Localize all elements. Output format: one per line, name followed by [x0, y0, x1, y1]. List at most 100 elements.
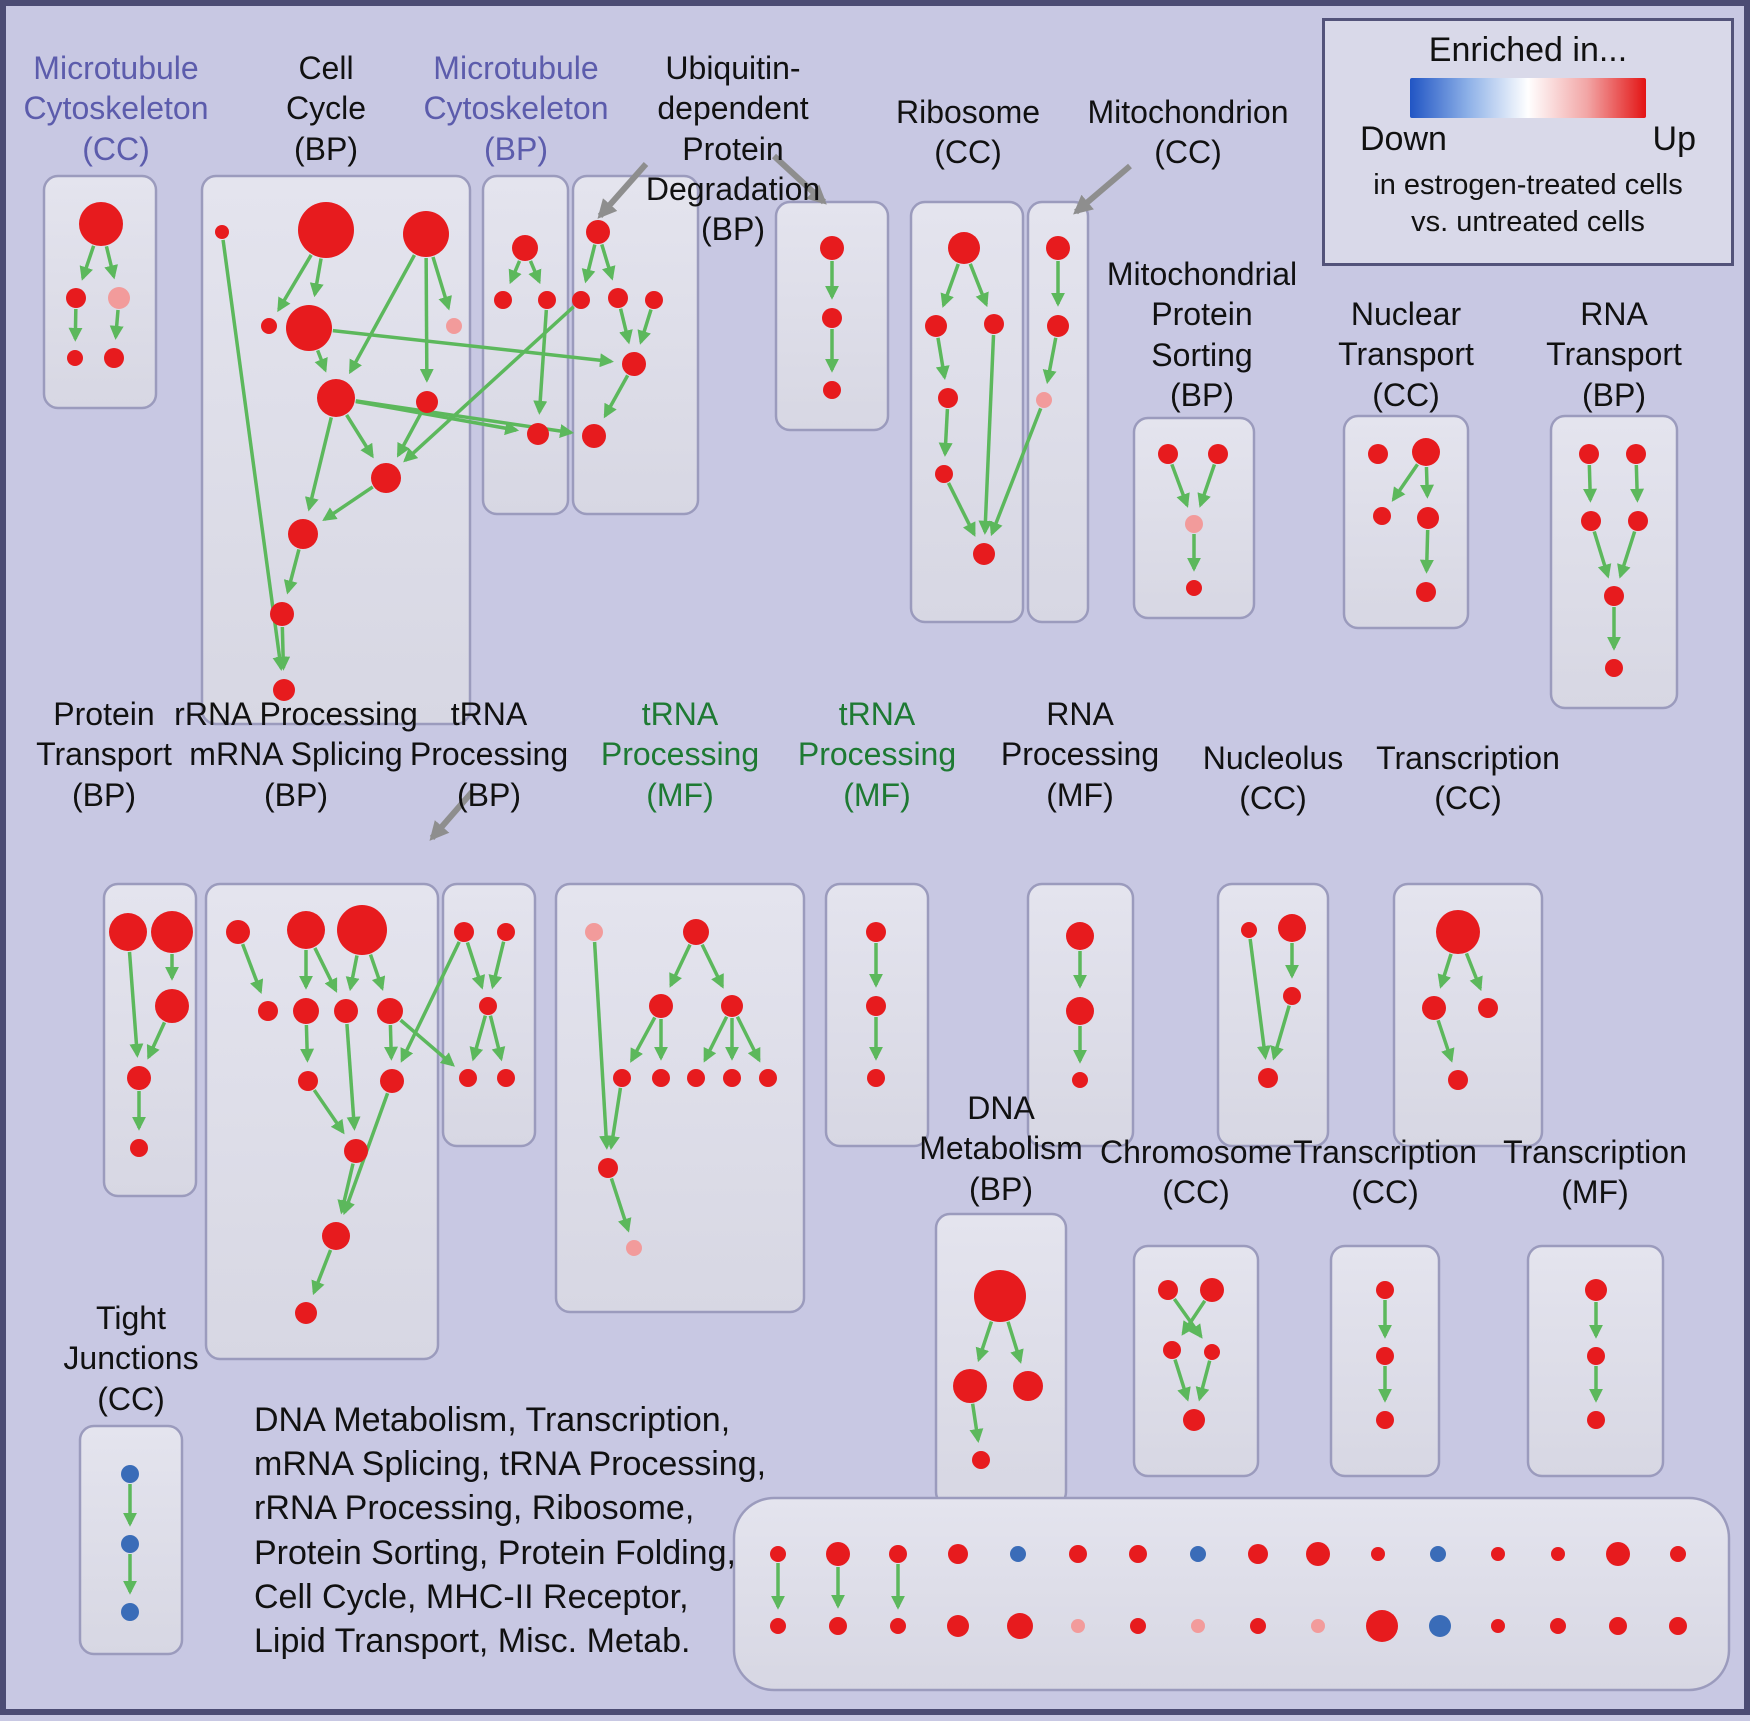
go-term-node-b1: [215, 225, 229, 239]
go-term-node-v4: [721, 995, 743, 1017]
edge-c1-c2: [508, 260, 522, 285]
go-term-node-zt8: [1190, 1546, 1206, 1562]
cluster-box-microtubule-cytoskeleton-bp: [481, 174, 570, 516]
go-term-node-b8: [416, 391, 438, 413]
go-term-node-a4: [67, 350, 83, 366]
edge-x1-x2: [1437, 953, 1453, 989]
edge-s1-s4: [240, 943, 264, 994]
go-term-node-w2: [866, 996, 886, 1016]
go-term-node-r2: [925, 315, 947, 337]
edge-g2-g4: [969, 1403, 984, 1443]
go-term-node-p1: [1158, 444, 1178, 464]
go-term-node-zb13: [1491, 1619, 1505, 1633]
go-term-node-x1: [1436, 910, 1480, 954]
cluster-box-mitochondrion-cc: [1026, 200, 1090, 624]
go-term-node-zb3: [890, 1618, 906, 1634]
label-pointer-arrow-3: [1073, 163, 1132, 215]
go-term-node-h3: [1163, 1341, 1181, 1359]
go-term-node-zt12: [1430, 1546, 1446, 1562]
go-term-node-s2: [287, 911, 325, 949]
edge-s6-s10: [345, 1023, 361, 1131]
go-term-node-s9: [380, 1069, 404, 1093]
go-term-node-zt7: [1129, 1545, 1147, 1563]
misc-clusters-text: DNA Metabolism, Transcription, mRNA Spli…: [254, 1401, 767, 1660]
edge-v10-v11: [609, 1177, 632, 1233]
go-term-node-r3: [984, 314, 1004, 334]
edge-b3-b6: [431, 256, 452, 311]
go-term-node-s11: [322, 1222, 350, 1250]
edge-v3-v5: [629, 1016, 657, 1063]
go-term-node-zt13: [1491, 1547, 1505, 1561]
edge-b3-b7: [348, 254, 416, 375]
edge-u3-u4: [469, 1015, 488, 1062]
legend-gradient-bar: [1410, 78, 1646, 118]
go-term-node-m1: [1046, 236, 1070, 260]
cluster-box-nuclear-transport-cc: [1342, 414, 1470, 630]
label-transcription-cc-2: Transcription (CC): [1293, 1134, 1477, 1211]
edge-r3-r6: [978, 334, 996, 535]
edge-a3-a5: [109, 309, 124, 340]
go-term-node-k1: [121, 1465, 139, 1483]
go-network-diagram: [42, 153, 1731, 1692]
go-term-node-m3: [1036, 392, 1052, 408]
go-term-node-zb6: [1071, 1619, 1085, 1633]
go-term-node-pt5: [130, 1139, 148, 1157]
go-term-node-s12: [295, 1302, 317, 1324]
go-term-node-v10: [598, 1158, 618, 1178]
cluster-box-chromosome-cc: [1132, 1244, 1260, 1478]
label-ribosome-cc: Ribosome (CC): [895, 94, 1041, 171]
go-term-node-r6: [973, 543, 995, 565]
go-term-node-t5: [1604, 586, 1624, 606]
go-term-node-p2: [1208, 444, 1228, 464]
go-term-node-v7: [687, 1069, 705, 1087]
label-pointer-arrow-2: [771, 153, 827, 205]
go-term-node-t2: [1626, 444, 1646, 464]
go-term-node-zt4: [948, 1544, 968, 1564]
edge-b9-b10: [322, 485, 374, 522]
cluster-box-cell-cycle-bp: [200, 174, 472, 726]
go-term-node-v8: [723, 1069, 741, 1087]
go-term-node-b9: [371, 463, 401, 493]
go-term-node-r4: [938, 388, 958, 408]
cluster-box-trna-processing-bp: [441, 882, 537, 1148]
go-term-node-b10: [288, 519, 318, 549]
go-term-node-n5: [1416, 582, 1436, 602]
go-term-node-v3: [649, 994, 673, 1018]
edge-b5-b7: [314, 349, 328, 373]
go-term-node-j3: [1587, 1411, 1605, 1429]
label-mitochondrial-protein-sorting-bp: Mitochondrial Protein Sorting (BP): [1106, 256, 1298, 413]
go-term-node-zt14: [1551, 1547, 1565, 1561]
edge-x1-x3: [1464, 952, 1483, 992]
go-term-node-u1: [454, 922, 474, 942]
edge-h1-h4: [1172, 1297, 1203, 1339]
edge-c3-c4: [533, 309, 549, 415]
go-term-node-v2: [683, 919, 709, 945]
edge-d4-d5: [637, 309, 653, 345]
go-term-node-a5: [104, 348, 124, 368]
edge-r2-r4: [935, 337, 950, 381]
edge-c1-c3: [528, 260, 542, 285]
edge-b10-b11: [283, 549, 301, 595]
go-term-node-u5: [497, 1069, 515, 1087]
go-term-node-v1: [585, 923, 603, 941]
cluster-box-misc-strip: [732, 1496, 1731, 1692]
go-term-node-zb5: [1007, 1613, 1033, 1639]
go-term-node-t1: [1579, 444, 1599, 464]
edge-v4-v7: [703, 1015, 729, 1063]
label-tight-junctions-cc: Tight Junctions (CC): [63, 1300, 199, 1417]
label-trna-processing-bp: tRNA Processing (BP): [409, 696, 569, 813]
edge-o1-o4: [1248, 938, 1271, 1060]
edge-d5-d6: [603, 374, 630, 419]
go-term-node-g3: [1013, 1371, 1043, 1401]
go-term-node-d1: [586, 220, 610, 244]
go-term-node-o2: [1278, 914, 1306, 942]
go-term-node-g4: [972, 1451, 990, 1469]
edge-h3-h5: [1173, 1359, 1191, 1402]
go-term-node-h1: [1158, 1280, 1178, 1300]
go-term-node-o1: [1241, 922, 1257, 938]
edge-v4-v9: [735, 1015, 761, 1063]
label-rrna-processing-mrna-splicing-bp: rRNA Processing mRNA Splicing (BP): [174, 696, 418, 813]
cluster-box-ribosome-cc: [909, 200, 1025, 624]
go-term-node-pt2: [151, 911, 193, 953]
legend-subtitle-2: vs. untreated cells: [1411, 206, 1645, 239]
